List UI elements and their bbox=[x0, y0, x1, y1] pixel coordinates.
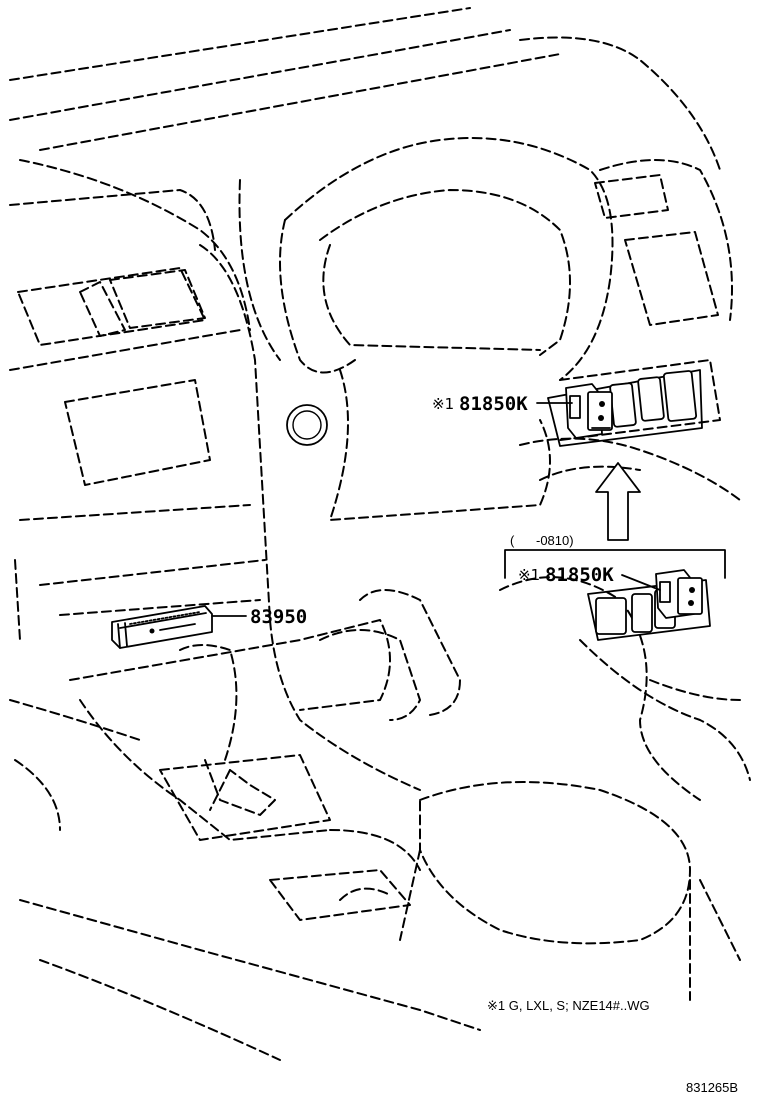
callout-part-upper: 81850K bbox=[459, 393, 528, 415]
footnote: ※1 G, LXL, S; NZE14#..WG bbox=[487, 998, 650, 1013]
switch-81850k-upper bbox=[565, 383, 613, 439]
callout-part-radio: 83950 bbox=[250, 606, 307, 628]
dashboard-outline bbox=[9, 7, 751, 1061]
audio-unit-83950 bbox=[111, 605, 213, 649]
date-range-label: ( -0810) bbox=[510, 533, 574, 548]
detail-bracket bbox=[504, 549, 726, 579]
switch-81850k-lower bbox=[655, 569, 703, 619]
leader-lower-switch bbox=[621, 574, 661, 591]
callout-mark-upper: ※1 bbox=[432, 395, 454, 413]
callout-part-lower: 81850K bbox=[545, 564, 614, 586]
direction-arrow bbox=[595, 462, 641, 541]
diagram-code: 831265B bbox=[686, 1080, 738, 1095]
callout-mark-lower: ※1 bbox=[518, 566, 540, 584]
dash-knob bbox=[286, 404, 328, 446]
switch-panel-upper bbox=[547, 369, 703, 447]
